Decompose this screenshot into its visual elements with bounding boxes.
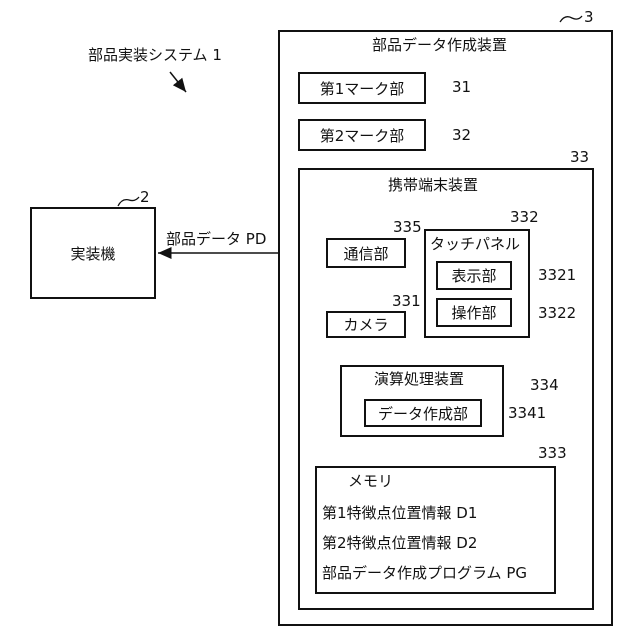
creation-device-ref: 3 <box>584 10 594 25</box>
display-ref: 3321 <box>538 268 576 283</box>
operation-box: 操作部 <box>436 298 512 327</box>
processor-title: 演算処理装置 <box>374 372 464 387</box>
mark2-box: 第2マーク部 <box>298 119 426 151</box>
mounter-ref: 2 <box>140 190 150 205</box>
leader-3 <box>560 16 582 22</box>
data-creator-label: データ作成部 <box>378 403 468 424</box>
terminal-title: 携帯端末装置 <box>388 178 478 193</box>
memory-item-d1: 第1特徴点位置情報 D1 <box>322 506 477 521</box>
mark2-label: 第2マーク部 <box>320 125 405 146</box>
operation-label: 操作部 <box>451 302 496 323</box>
terminal-ref: 33 <box>570 150 589 165</box>
camera-label: カメラ <box>343 314 388 335</box>
memory-item-d2: 第2特徴点位置情報 D2 <box>322 536 477 551</box>
touch-panel-title: タッチパネル <box>430 237 520 252</box>
arrow-label: 部品データ PD <box>166 232 266 247</box>
display-label: 表示部 <box>451 265 496 286</box>
mounter-box: 実装機 <box>30 207 156 299</box>
system-label: 部品実装システム 1 <box>88 48 222 63</box>
mark1-ref: 31 <box>452 80 471 95</box>
system-pointer-arrow <box>170 72 186 92</box>
leader-2 <box>118 197 139 206</box>
comm-box: 通信部 <box>326 238 406 268</box>
mark1-box: 第1マーク部 <box>298 72 426 104</box>
memory-item-pg: 部品データ作成プログラム PG <box>322 566 527 581</box>
mounter-label: 実装機 <box>70 243 115 264</box>
display-box: 表示部 <box>436 261 512 290</box>
comm-label: 通信部 <box>343 243 388 264</box>
data-creator-box: データ作成部 <box>364 399 482 427</box>
processor-ref: 334 <box>530 378 559 393</box>
mark2-ref: 32 <box>452 128 471 143</box>
comm-ref: 335 <box>393 220 422 235</box>
memory-ref: 333 <box>538 446 567 461</box>
creation-device-title: 部品データ作成装置 <box>372 38 507 53</box>
data-creator-ref: 3341 <box>508 406 546 421</box>
mark1-label: 第1マーク部 <box>320 78 405 99</box>
operation-ref: 3322 <box>538 306 576 321</box>
memory-title: メモリ <box>348 474 393 489</box>
touch-panel-ref: 332 <box>510 210 539 225</box>
camera-ref: 331 <box>392 294 421 309</box>
camera-box: カメラ <box>326 311 406 338</box>
